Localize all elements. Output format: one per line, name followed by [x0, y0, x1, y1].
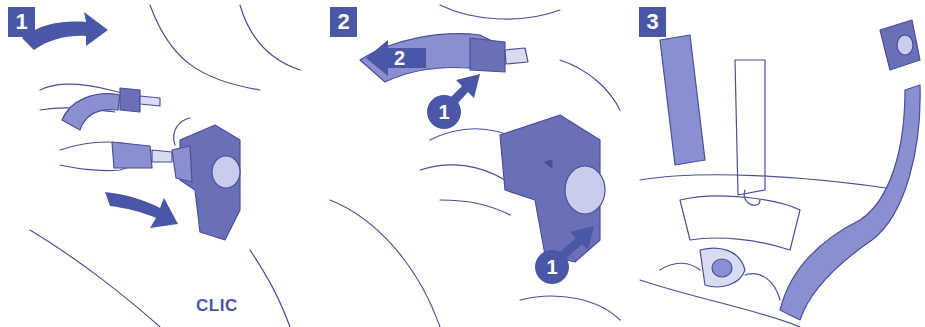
illustration-line [545, 160, 552, 168]
motion-arrow [105, 192, 178, 228]
step-badge: 3 [639, 7, 666, 37]
callout-number: 1 [427, 95, 461, 129]
illustration-line [660, 263, 780, 300]
illustration-line [505, 48, 528, 64]
illustration-line [565, 166, 605, 214]
illustration-line [330, 5, 620, 327]
illustration-line [174, 118, 190, 145]
illustration-line [640, 175, 900, 327]
callout-arrow: 2 [366, 40, 426, 76]
panel-3-drawing [640, 20, 920, 327]
illustration-line [880, 20, 920, 70]
illustration-line [897, 35, 913, 55]
illustration-line [172, 146, 192, 182]
illustration-line [660, 35, 705, 165]
illustration-line [680, 196, 800, 250]
illustration-line [30, 5, 300, 327]
step-badge: 1 [8, 7, 35, 37]
sound-label: CLIC [196, 296, 238, 316]
panel-2-drawing [330, 5, 620, 327]
step-badge: 2 [330, 7, 357, 37]
illustration-line [120, 88, 140, 112]
illustration-line [180, 125, 240, 240]
step-number: 3 [646, 11, 658, 33]
illustration-line [712, 259, 732, 277]
illustration-line [112, 142, 152, 168]
illustration-line [140, 96, 160, 106]
callout-number-text: 1 [546, 257, 557, 277]
illustration-line [780, 85, 920, 320]
panel-1-drawing [30, 5, 300, 327]
callout-number: 1 [535, 250, 569, 284]
illustration-line [62, 94, 120, 130]
step-number: 2 [337, 11, 349, 33]
panel-1-arrows [22, 12, 178, 228]
illustration-line [152, 150, 172, 162]
illustration-line [470, 38, 505, 72]
illustration-line [212, 156, 240, 188]
step-number: 1 [15, 11, 27, 33]
arrow-fill [366, 40, 426, 76]
callout-number-text: 1 [438, 102, 449, 122]
illustration-line [700, 248, 745, 287]
callout-number-text: 2 [394, 48, 405, 68]
panel-2-arrows [440, 74, 594, 268]
